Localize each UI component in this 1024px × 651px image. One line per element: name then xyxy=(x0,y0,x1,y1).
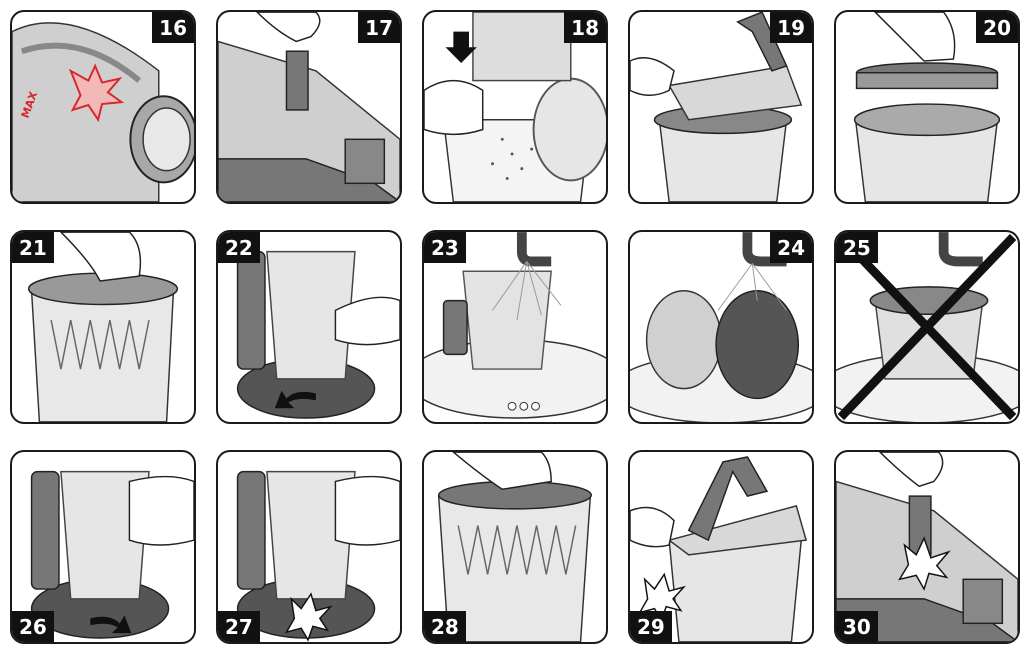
close-handle-illustration xyxy=(630,456,808,642)
step-number: 27 xyxy=(218,611,260,642)
step-panel-21: 21 xyxy=(10,230,196,424)
unlock-cyclone-illustration xyxy=(236,250,400,419)
step-number: 28 xyxy=(424,611,466,642)
step-number: 16 xyxy=(152,12,194,43)
step-panel-19: 19 xyxy=(628,10,814,204)
step-number: 24 xyxy=(770,232,812,263)
step-number: 30 xyxy=(836,611,878,642)
step-panel-20: 20 xyxy=(834,10,1020,204)
step-panel-23: 23 xyxy=(422,230,608,424)
step-panel-29: 29 xyxy=(628,450,814,644)
step-number: 26 xyxy=(12,611,54,642)
click-burst-icon xyxy=(284,592,333,642)
step-panel-25: 25 xyxy=(834,230,1020,424)
reattach-cyclone-illustration xyxy=(836,452,1018,642)
step-panel-16: MAX 16 xyxy=(10,10,196,204)
click-lock-illustration xyxy=(236,470,400,642)
refit-filter-cover-illustration xyxy=(437,452,593,642)
lock-cyclone-illustration xyxy=(30,470,194,639)
vacuum-lid-latch-illustration xyxy=(218,12,400,202)
step-panel-30: 30 xyxy=(834,450,1020,644)
empty-dust-container-illustration xyxy=(424,12,606,202)
do-not-rinse-cyclone-illustration xyxy=(836,232,1018,422)
step-number: 29 xyxy=(630,611,672,642)
step-panel-24: 24 xyxy=(628,230,814,424)
step-number: 20 xyxy=(976,12,1018,43)
step-panel-18: 18 xyxy=(422,10,608,204)
step-number: 22 xyxy=(218,232,260,263)
remove-pleated-filter-illustration xyxy=(27,232,179,422)
click-burst-icon xyxy=(898,536,951,591)
step-panel-28: 28 xyxy=(422,450,608,644)
step-panel-22: 22 xyxy=(216,230,402,424)
step-number: 18 xyxy=(564,12,606,43)
step-number: 21 xyxy=(12,232,54,263)
step-panel-17: 17 xyxy=(216,10,402,204)
step-number: 19 xyxy=(770,12,812,43)
lift-filter-handle-illustration xyxy=(630,12,803,202)
rinse-filters-illustration xyxy=(630,232,812,422)
step-number: 25 xyxy=(836,232,878,263)
remove-filter-cover-illustration xyxy=(853,12,1001,202)
step-panel-26: 26 xyxy=(10,450,196,644)
vacuum-cyclone-overheat-illustration: MAX xyxy=(12,22,194,202)
rinse-container-illustration xyxy=(424,232,606,419)
step-number: 23 xyxy=(424,232,466,263)
step-panel-27: 27 xyxy=(216,450,402,644)
step-number: 17 xyxy=(358,12,400,43)
